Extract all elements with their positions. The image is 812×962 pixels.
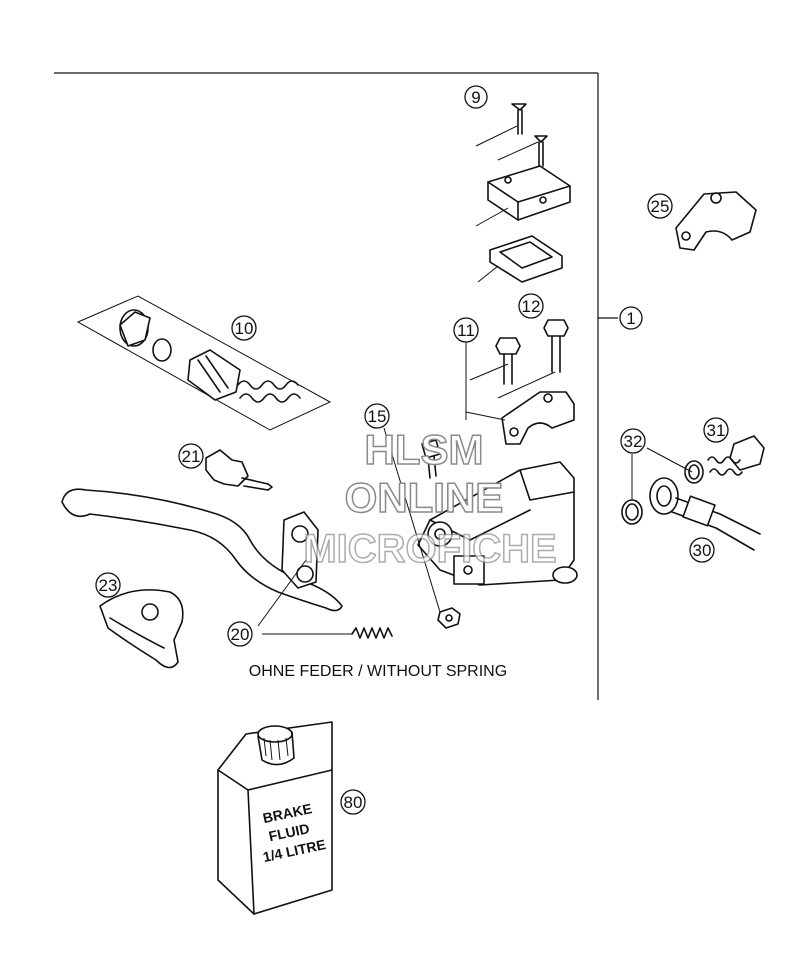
callout-number: 80	[344, 793, 363, 812]
callout-21: 21	[178, 443, 204, 469]
callout-number: 12	[522, 297, 541, 316]
brake-lever	[61, 488, 343, 612]
lever-boot	[99, 589, 184, 669]
diaphragm	[477, 235, 563, 283]
clamp-bolts	[469, 319, 569, 399]
callout-80: 80	[340, 789, 366, 815]
callout-number: 9	[471, 88, 480, 107]
callout-30: 30	[689, 537, 715, 563]
callout-25: 25	[647, 193, 673, 219]
callout-23: 23	[95, 572, 121, 598]
assembly-frame	[54, 72, 618, 700]
callout-15: 15	[364, 403, 390, 429]
callout-number: 15	[368, 407, 387, 426]
callout-number: 31	[707, 421, 726, 440]
callout-11: 11	[453, 317, 479, 343]
callout-number: 21	[182, 447, 201, 466]
brake-fluid-bottle	[217, 721, 333, 915]
reservoir-cover	[475, 165, 571, 227]
callout-number: 32	[624, 432, 643, 451]
callout-32: 32	[620, 428, 646, 454]
callout-12: 12	[518, 293, 544, 319]
brake-line	[649, 477, 761, 551]
watermark-line: HLSM	[365, 426, 484, 473]
callout-number: 23	[99, 576, 118, 595]
callout-number: 30	[693, 541, 712, 560]
spare-clamp	[675, 191, 757, 251]
callout-20: 20	[227, 621, 253, 647]
watermark-line: MICROFICHE	[303, 527, 556, 571]
callout-number: 25	[651, 197, 670, 216]
watermark: HLSM ONLINE MICROFICHE	[303, 425, 558, 572]
callout-number: 10	[235, 319, 254, 338]
return-spring	[257, 559, 393, 639]
watermark-line: ONLINE	[345, 474, 504, 521]
spring-note: OHNE FEDER / WITHOUT SPRING	[249, 663, 507, 680]
piston-kit	[76, 295, 332, 431]
callout-10: 10	[231, 315, 257, 341]
callout-number: 1	[626, 309, 635, 328]
handlebar-clamp	[465, 340, 575, 445]
callout-1: 1	[619, 306, 643, 330]
callout-9: 9	[464, 85, 488, 109]
callout-number: 11	[457, 321, 475, 340]
reservoir-screws	[475, 103, 548, 167]
master-cylinder-body	[417, 461, 578, 586]
callout-number: 20	[231, 625, 250, 644]
adjuster	[205, 449, 273, 491]
callout-31: 31	[703, 417, 729, 443]
sealing-washers	[621, 454, 704, 525]
pivot-screw	[383, 427, 461, 629]
banjo-bolt	[646, 435, 765, 476]
